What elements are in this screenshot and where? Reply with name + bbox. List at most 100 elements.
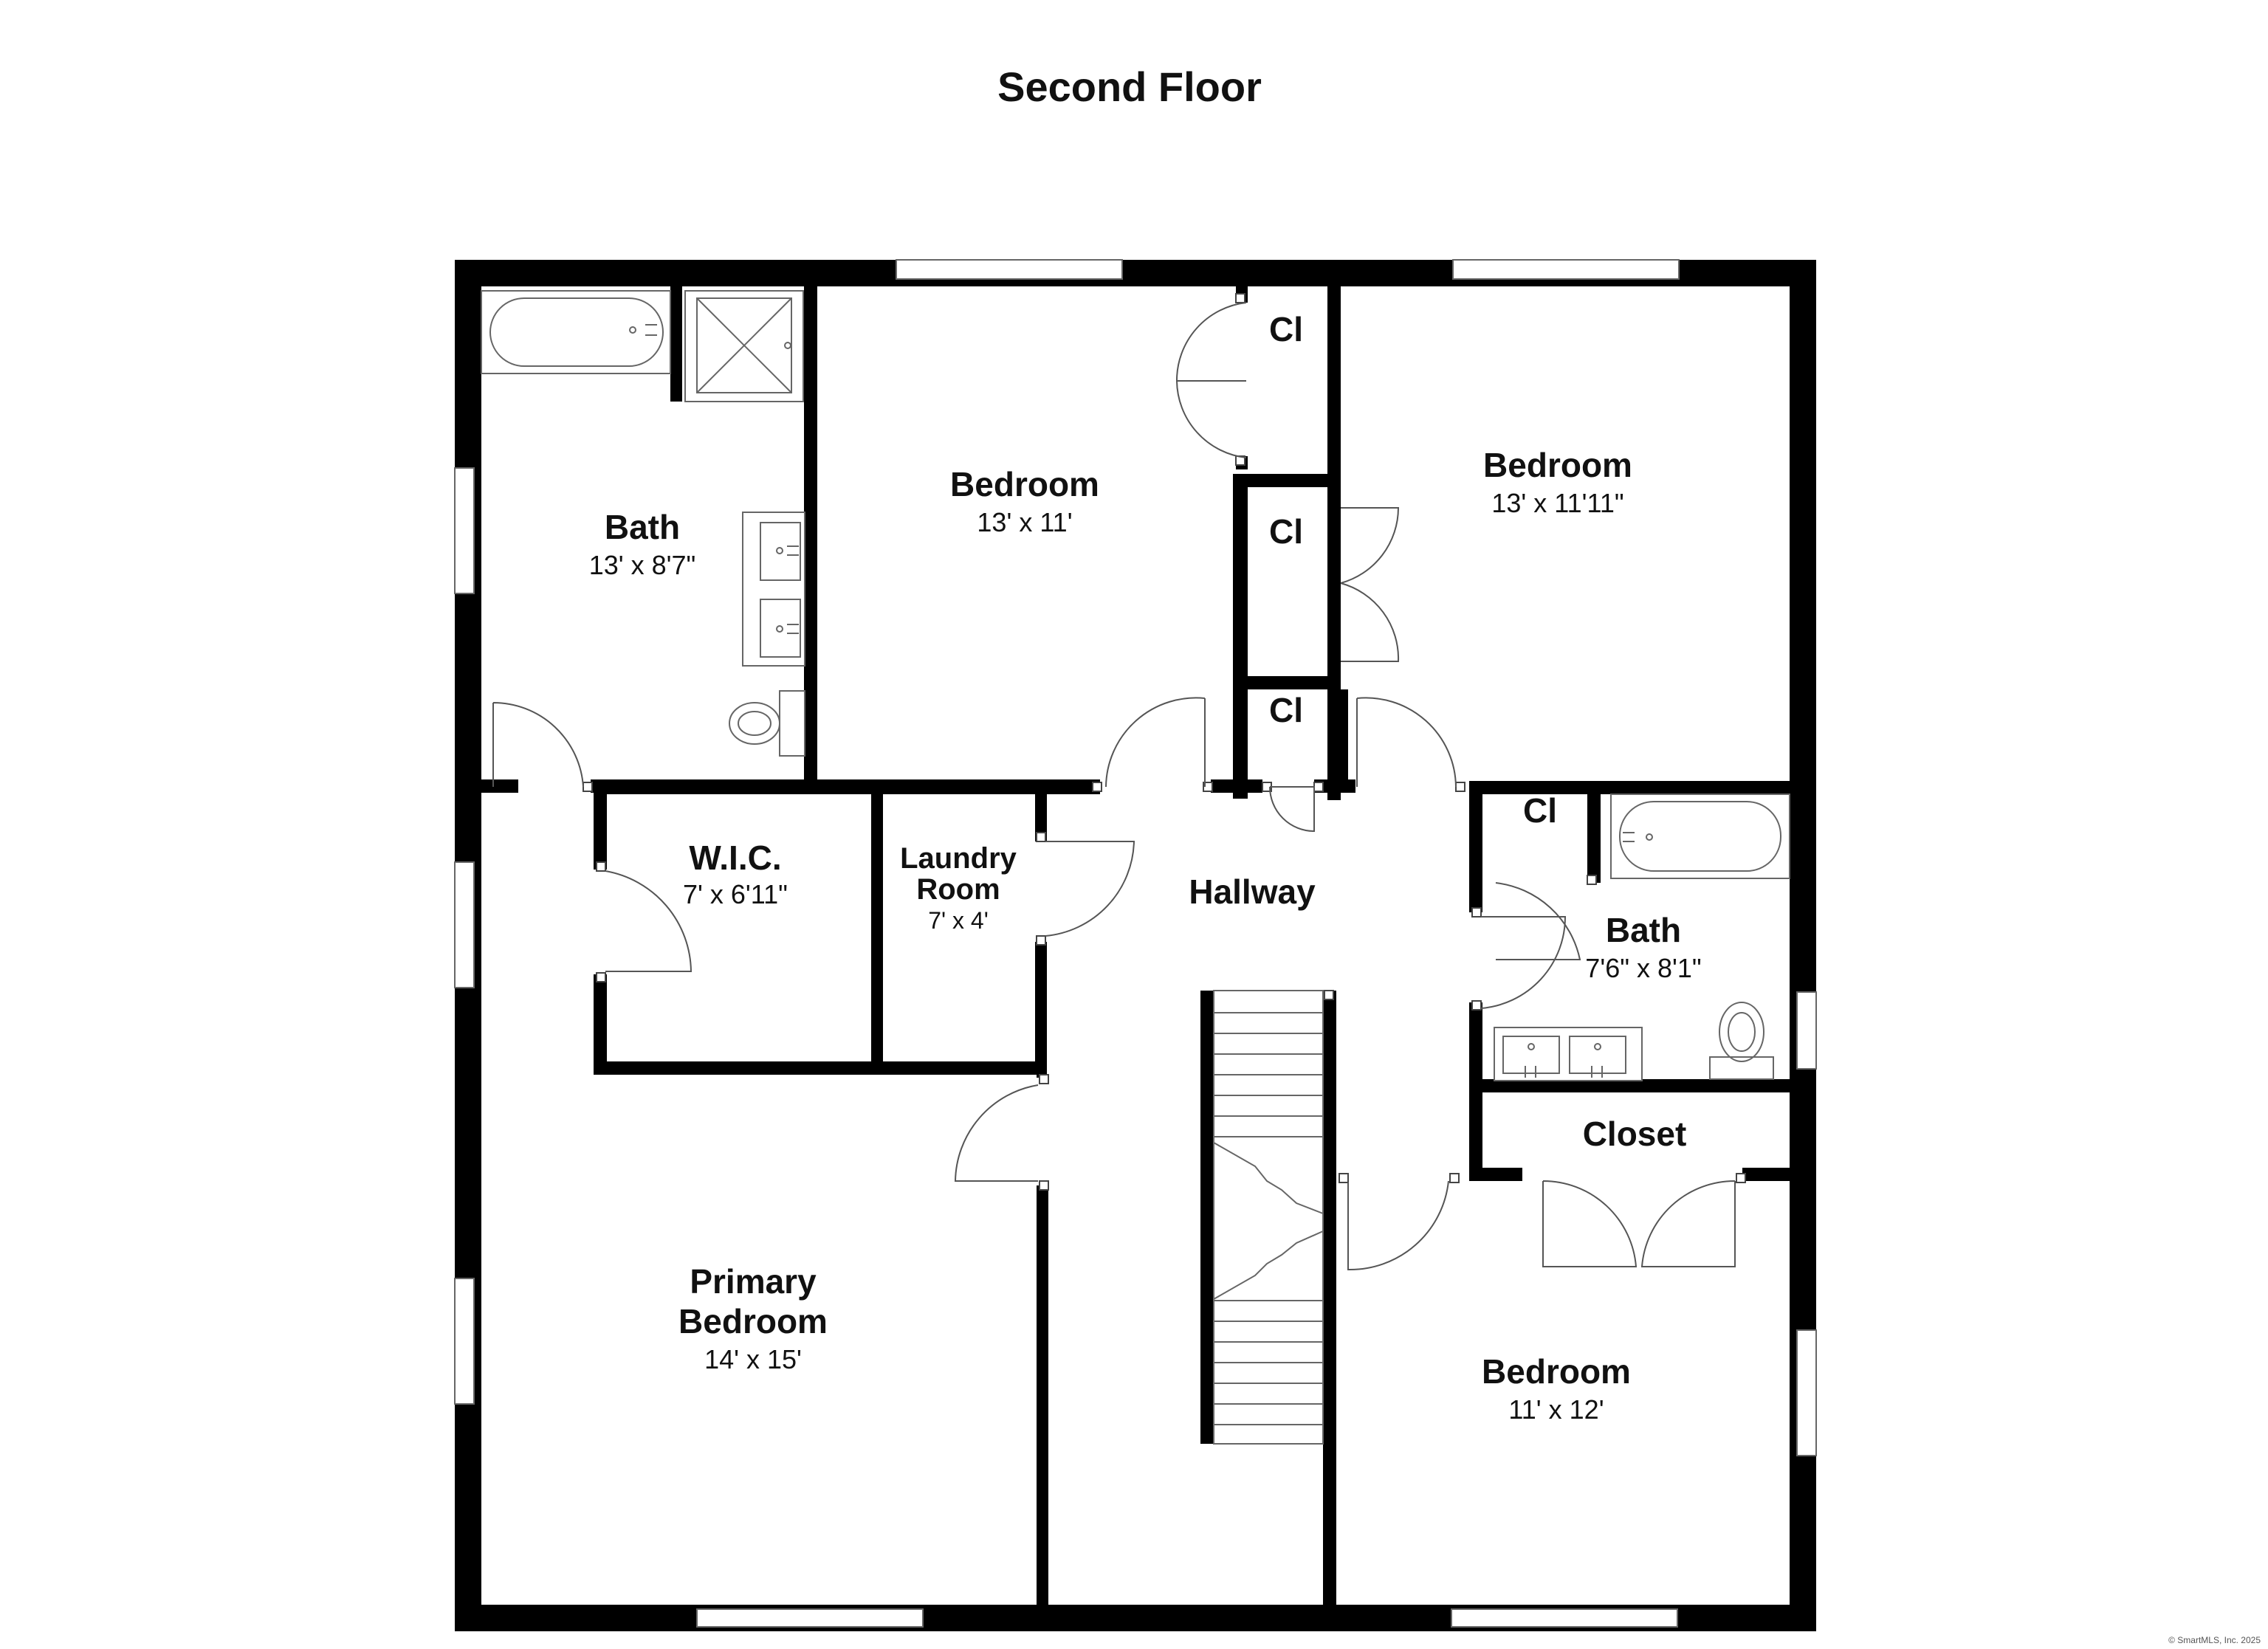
room-name-bath-primary: Bath (605, 508, 680, 546)
door-primary (954, 1084, 1039, 1182)
wall-hall-top-mid (1211, 779, 1262, 793)
wall-end (1235, 293, 1245, 303)
room-name-closet-1: Cl (1269, 310, 1303, 348)
room-name-hallway: Hallway (1189, 872, 1316, 911)
wall-bedroom3-left-upper (1333, 1174, 1336, 1181)
wall-end (1339, 1173, 1349, 1183)
room-name-bedroom-1: Bedroom (950, 465, 1099, 503)
wall-wic-left-lower (594, 974, 607, 1075)
wall-end (1449, 1173, 1460, 1183)
copyright-credit: © SmartMLS, Inc. 2025 (2168, 1635, 2261, 1645)
room-dims-primary: 14' x 15' (704, 1344, 802, 1374)
wall-closet2-left (1233, 474, 1248, 799)
wall-closets-right (1327, 286, 1341, 800)
room-name-closet-2: Cl (1269, 512, 1303, 551)
bathtub-primary (481, 290, 671, 374)
stair-treads-lower (1214, 1300, 1323, 1425)
wall-closet4-right (1587, 794, 1601, 883)
window-left-primary-1 (454, 861, 475, 988)
door-bedroom1-hall (1105, 697, 1206, 788)
door-bedroom3 (1347, 1180, 1449, 1271)
wall-bath-bedroom (804, 286, 817, 781)
wall-laundry-right-upper (1035, 791, 1047, 841)
vanity-bath2 (1494, 1027, 1643, 1081)
door-bath2 (1480, 916, 1567, 1009)
room-name-primary-line1: Primary (690, 1262, 817, 1301)
wall-bath-shower (670, 286, 682, 402)
room-dims-bedroom-1: 13' x 11' (977, 507, 1072, 537)
wall-end (596, 861, 606, 872)
wall-end (1313, 782, 1324, 792)
vanity-primary (742, 512, 805, 667)
window-left-primary-2 (454, 1278, 475, 1405)
wall-laundry-right-lower (1035, 942, 1047, 1075)
room-name-primary-line2: Bedroom (678, 1302, 828, 1340)
window-right-bedroom3 (1796, 1329, 1817, 1456)
stairs-outline (1213, 990, 1324, 1445)
room-name-laundry-line1: Laundry (900, 842, 1017, 875)
wall-end (1036, 935, 1046, 946)
room-name-bedroom-3: Bedroom (1482, 1352, 1631, 1391)
room-name-bath-2: Bath (1606, 911, 1681, 949)
door-closet4 (1495, 882, 1581, 960)
toilet-primary (729, 690, 805, 757)
window-right-bath2 (1796, 991, 1817, 1070)
door-closet1-right (1176, 380, 1247, 458)
room-dims-laundry: 7' x 4' (928, 907, 989, 934)
fixtures (481, 290, 1790, 1081)
wall-end (1036, 832, 1046, 842)
window-bottom-bedroom3 (1451, 1608, 1678, 1628)
toilet-bath2 (1709, 1002, 1774, 1080)
wall-end (1039, 1180, 1049, 1191)
wall-end (1471, 1000, 1482, 1011)
wall-end (583, 782, 593, 792)
room-name-closet-3: Cl (1269, 691, 1303, 729)
wall-bath-bottom-left (481, 779, 518, 793)
floor-title: Second Floor (997, 63, 1262, 110)
doors (492, 302, 1736, 1271)
door-bath-primary (492, 701, 584, 788)
staircase (1213, 990, 1324, 1445)
wall-end (1455, 782, 1465, 792)
wall-bath2-bottom (1469, 1079, 1790, 1092)
room-dims-bath-2: 7'6" x 8'1" (1585, 953, 1701, 983)
door-closet3 (1269, 786, 1315, 833)
door-bedroom2-hall (1356, 697, 1457, 788)
stair-treads-upper (1214, 1012, 1323, 1137)
wall-end (1039, 1074, 1049, 1084)
door-closet2-top (1340, 507, 1400, 584)
wall-bigcloset-bottom-left (1469, 1168, 1522, 1181)
door-bigcloset-right (1640, 1180, 1736, 1267)
shower-primary (684, 290, 804, 402)
wall-closet3-top (1233, 676, 1341, 689)
wall-end (1736, 1173, 1746, 1183)
wall-end (1324, 990, 1334, 1000)
windows (454, 259, 1817, 1628)
wall-bigcloset-bottom-right (1742, 1168, 1790, 1181)
bathtub-bath2 (1610, 793, 1790, 879)
room-dims-bath-primary: 13' x 8'7" (589, 550, 696, 580)
wall-stairs-right (1323, 991, 1336, 1605)
wall-wic-laundry (871, 791, 883, 1075)
wall-bath2-left-upper (1469, 781, 1482, 912)
room-name-closet-4: Cl (1523, 791, 1557, 830)
room-name-bedroom-2: Bedroom (1483, 446, 1632, 484)
door-laundry (1045, 841, 1135, 937)
window-bottom-primary (696, 1608, 924, 1628)
wall-stairs-left (1200, 991, 1214, 1444)
wall-primary-hall-lower (1037, 1185, 1048, 1605)
room-name-wic: W.I.C. (689, 839, 781, 877)
window-top-bedroom2 (1452, 259, 1680, 280)
wall-wic-top (594, 781, 1100, 794)
wall-end (1587, 875, 1597, 885)
room-dims-wic: 7' x 6'11" (683, 879, 788, 909)
room-name-closet-big: Closet (1583, 1115, 1687, 1153)
wall-bath2-left-lower (1469, 1002, 1482, 1087)
window-left-bath (454, 467, 475, 594)
wall-end (596, 972, 606, 982)
wall-closet2-top (1233, 474, 1341, 487)
wall-bigcloset-left (1469, 1079, 1482, 1175)
wall-bedroom2-divider (1333, 689, 1348, 793)
wall-wic-left-upper (594, 791, 607, 870)
